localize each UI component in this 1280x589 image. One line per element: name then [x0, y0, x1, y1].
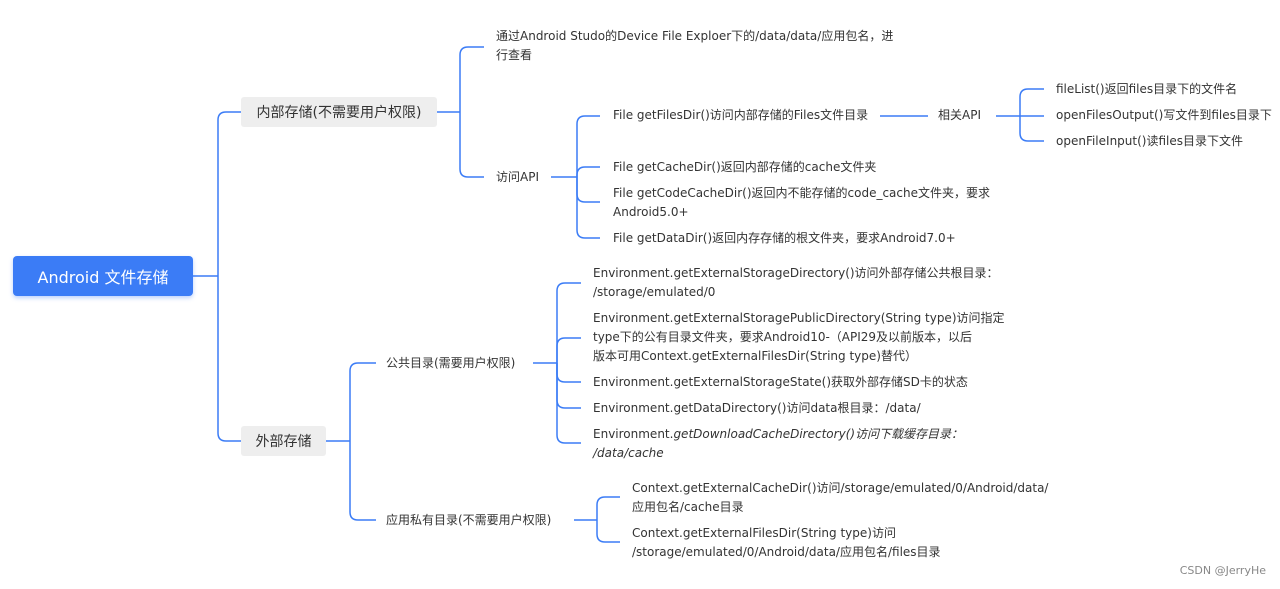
internal-storage-node[interactable]: 内部存储(不需要用户权限)	[241, 97, 437, 127]
private-link-branch	[596, 520, 620, 543]
download-cache-line-2[interactable]: /data/cache	[593, 446, 664, 460]
external-link-branch	[349, 441, 376, 521]
watermark: CSDN @JerryHe	[1179, 564, 1266, 577]
get-data-directory-node[interactable]: Environment.getDataDirectory()访问data根目录：…	[593, 401, 921, 415]
related-api-item[interactable]: openFilesOutput()写文件到files目录下	[1056, 108, 1272, 122]
ext-storage-dir-line-1[interactable]: Environment.getExternalStorageDirectory(…	[593, 266, 999, 280]
ext-public-dir-line-3[interactable]: 版本可用Context.getExternalFilesDir(String t…	[593, 349, 917, 363]
get-data-dir-node[interactable]: File getDataDir()返回内存存储的根文件夹，要求Android7.…	[613, 231, 956, 245]
public-link-branch	[556, 282, 581, 363]
get-code-cache-dir-line-1[interactable]: File getCodeCacheDir()返回内不能存储的code_cache…	[613, 186, 990, 200]
ext-cache-dir-line-1[interactable]: Context.getExternalCacheDir()访问/storage/…	[632, 481, 1049, 495]
download-cache-line-1[interactable]: Environment.getDownloadCacheDirectory()访…	[593, 425, 963, 444]
internal-link-branch	[459, 46, 484, 112]
get-cache-dir-node[interactable]: File getCacheDir()返回内部存储的cache文件夹	[613, 160, 877, 174]
ext-public-dir-line-2[interactable]: type下的公有目录文件夹，要求Android10-（API29及以前版本，以后	[593, 330, 973, 344]
internal-view-line-1: 通过Android Studo的Device File Exploer下的/da…	[496, 29, 894, 43]
get-files-dir-node[interactable]: File getFilesDir()访问内部存储的Files文件目录	[613, 108, 869, 122]
private-link-branch	[596, 496, 620, 520]
ext-files-dir-line-2[interactable]: /storage/emulated/0/Android/data/应用包名/fi…	[632, 545, 941, 559]
private-dir-node[interactable]: 应用私有目录(不需要用户权限)	[386, 513, 552, 527]
download-cache-method: getDownloadCacheDirectory()访问下载缓存目录：	[673, 427, 964, 441]
public-link-branch	[556, 363, 581, 383]
api-link-branch	[576, 177, 600, 239]
download-cache-prefix: Environment.	[593, 427, 674, 441]
root-node[interactable]: Android 文件存储	[13, 256, 193, 296]
get-code-cache-dir-line-2[interactable]: Android5.0+	[613, 205, 689, 219]
root-link-branch	[217, 111, 241, 276]
related-api-item[interactable]: fileList()返回files目录下的文件名	[1056, 82, 1238, 96]
ext-storage-state-node[interactable]: Environment.getExternalStorageState()获取外…	[593, 375, 968, 389]
public-link-branch	[556, 363, 581, 444]
internal-view-line-2: 行查看	[496, 48, 533, 62]
ext-storage-dir-line-2[interactable]: /storage/emulated/0	[593, 285, 716, 299]
public-dir-node[interactable]: 公共目录(需要用户权限)	[386, 356, 516, 370]
related-api-item[interactable]: openFileInput()读files目录下文件	[1056, 134, 1243, 148]
access-api-node[interactable]: 访问API	[496, 170, 539, 184]
public-link-branch	[556, 337, 581, 363]
ext-files-dir-line-1[interactable]: Context.getExternalFilesDir(String type)…	[632, 526, 896, 540]
related-api-node[interactable]: 相关API	[938, 108, 981, 122]
api-link-branch	[576, 115, 600, 177]
root-link-branch	[217, 276, 241, 442]
ext-public-dir-line-1[interactable]: Environment.getExternalStoragePublicDire…	[593, 311, 1005, 325]
ext-cache-dir-line-2[interactable]: 应用包名/cache目录	[632, 500, 744, 514]
related-link-branch	[1019, 88, 1044, 116]
related-link-branch	[1019, 116, 1044, 142]
external-link-branch	[349, 362, 376, 441]
external-storage-node[interactable]: 外部存储	[241, 426, 326, 456]
api-link-branch	[576, 177, 600, 203]
internal-link-branch	[459, 112, 484, 178]
api-link-branch	[576, 166, 600, 177]
public-link-branch	[556, 363, 581, 409]
